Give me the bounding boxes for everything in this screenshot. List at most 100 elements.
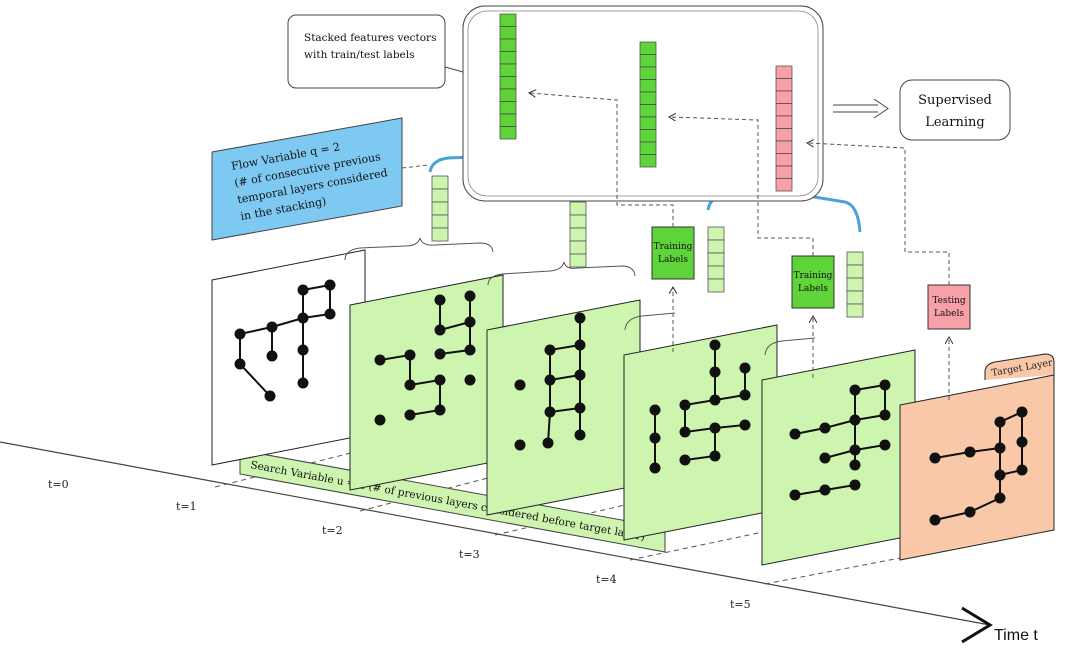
- graph-node: [1016, 406, 1028, 418]
- supervised-line-2: Learning: [925, 115, 985, 130]
- graph-node: [849, 444, 861, 456]
- graph-node: [1016, 436, 1028, 448]
- vector-cell: [775, 103, 793, 117]
- graph-layer-3: [649, 339, 751, 474]
- graph-node: [709, 366, 721, 378]
- stacked-note-line-1: Stacked features vectors: [304, 32, 436, 44]
- graph-node: [709, 394, 721, 406]
- temporal-layer-t3: [623, 324, 778, 541]
- graph-node: [297, 344, 309, 356]
- testing-label-line-2: Labels: [934, 309, 964, 319]
- graph-node: [544, 374, 556, 386]
- vector-cell: [639, 154, 657, 168]
- vector-cell: [499, 26, 517, 40]
- graph-node: [404, 349, 416, 361]
- time-axis-label: Time t: [994, 627, 1038, 644]
- vector-cell: [775, 128, 793, 142]
- flow-variable-box: Flow Variable q = 2 (# of consecutive pr…: [211, 117, 429, 241]
- graph-edge: [934, 511, 971, 521]
- graph-node: [879, 409, 891, 421]
- stacked-vector-1: [499, 13, 517, 140]
- graph-node: [404, 409, 416, 421]
- tick-t1: t=1: [176, 500, 197, 513]
- graph-node: [297, 312, 309, 324]
- tick-t2: t=2: [322, 524, 343, 537]
- graph-node: [324, 308, 336, 320]
- graph-node: [709, 339, 721, 351]
- graph-node: [789, 489, 801, 501]
- graph-node: [374, 354, 386, 366]
- graph-node: [544, 344, 556, 356]
- graph-node: [929, 514, 941, 526]
- graph-layer-5: [929, 406, 1028, 526]
- temporal-layer-t0: [211, 249, 366, 466]
- graph-node: [649, 462, 661, 474]
- graph-node: [574, 369, 586, 381]
- graph-node: [994, 492, 1006, 504]
- layer-feature-vector-1: [431, 175, 449, 242]
- training-label-2-line-2: Labels: [798, 284, 828, 294]
- stacked-vector-2: [639, 41, 657, 168]
- graph-node: [266, 321, 278, 333]
- vector-cell: [639, 116, 657, 130]
- supervised-learning-box: Supervised Learning: [899, 79, 1011, 141]
- training-label-1: Training Labels: [651, 226, 695, 280]
- graph-structures: [234, 279, 1028, 526]
- graph-node: [929, 452, 941, 464]
- vector-cell: [639, 141, 657, 155]
- graph-node: [574, 312, 586, 324]
- graph-edge: [969, 497, 1001, 513]
- vector-cell: [707, 265, 725, 280]
- layer-feature-vector-3: [707, 226, 725, 293]
- graph-node: [739, 419, 751, 431]
- graph-node: [434, 294, 446, 306]
- temporal-layer-t4: [761, 349, 916, 566]
- graph-node: [709, 422, 721, 434]
- vector-cell: [499, 113, 517, 127]
- dashed-arrows: [530, 93, 949, 400]
- graph-node: [434, 324, 446, 336]
- vector-cell: [431, 214, 449, 229]
- graph-layer-1: [374, 290, 476, 426]
- graph-node: [994, 469, 1006, 481]
- vector-cell: [775, 165, 793, 179]
- layer-brackets: [344, 237, 816, 356]
- graph-node: [514, 379, 526, 391]
- vector-cell: [775, 78, 793, 92]
- vector-cell: [499, 38, 517, 52]
- graph-node: [849, 479, 861, 491]
- vector-cell: [499, 51, 517, 65]
- stacked-vectors: [499, 13, 793, 192]
- graph-node: [234, 328, 246, 340]
- training-label-1-line-1: Training: [654, 242, 693, 252]
- vector-cell: [775, 178, 793, 192]
- graph-node: [679, 426, 691, 438]
- graph-node: [649, 432, 661, 444]
- graph-edge: [934, 451, 971, 459]
- vector-cell: [639, 104, 657, 118]
- graph-node: [739, 362, 751, 374]
- testing-label: Testing Labels: [927, 284, 971, 330]
- graph-node: [849, 459, 861, 471]
- graph-node: [819, 484, 831, 496]
- graph-node: [542, 437, 554, 449]
- stacked-note-line-2: with train/test labels: [304, 49, 415, 61]
- graph-node: [374, 414, 386, 426]
- graph-node: [234, 358, 246, 370]
- vector-cell: [499, 63, 517, 77]
- supervised-arrow: [833, 98, 889, 119]
- time-ticks: t=0 t=1 t=2 t=3 t=4 t=5: [48, 478, 751, 611]
- vector-cell: [431, 227, 449, 242]
- vector-cell: [846, 277, 864, 292]
- graph-node: [964, 506, 976, 518]
- graph-node: [819, 422, 831, 434]
- vector-cell: [499, 76, 517, 90]
- graph-node: [849, 384, 861, 396]
- vector-cell: [707, 278, 725, 293]
- feature-vectors: [431, 175, 864, 318]
- vector-cell: [775, 153, 793, 167]
- vector-cell: [639, 129, 657, 143]
- target-layer: Target Layer: [899, 353, 1055, 561]
- graph-node: [574, 429, 586, 441]
